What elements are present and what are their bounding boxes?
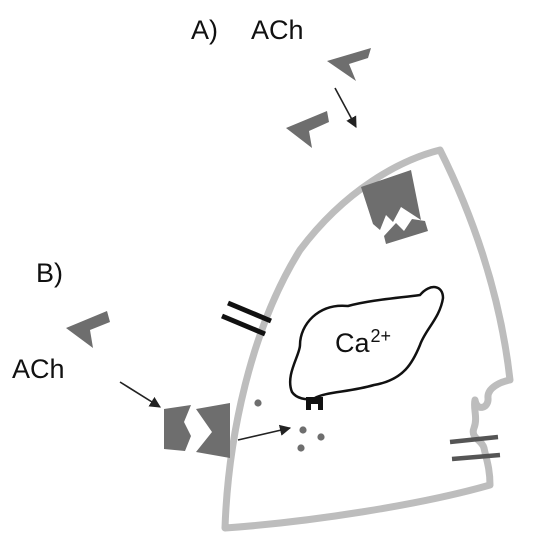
ip3-receptor — [306, 397, 323, 410]
panel-b-label: B) — [36, 258, 63, 288]
calcium-store — [289, 285, 445, 401]
ach-label-a: ACh — [251, 15, 304, 45]
receptor-a — [361, 170, 421, 230]
binding-arrow — [334, 87, 357, 128]
messenger-dot — [317, 433, 325, 441]
calcium-label: Ca2+ — [335, 326, 391, 358]
messenger-dot — [297, 444, 305, 452]
ach-label-b: ACh — [12, 354, 65, 384]
ach-arrow — [119, 381, 161, 408]
ach-molecule — [286, 111, 329, 148]
calcium-charge: 2+ — [371, 326, 392, 346]
ach-molecule — [327, 48, 371, 81]
receptor-b-right — [196, 403, 230, 458]
receptor-a-lower — [384, 219, 428, 244]
signal-arrow — [237, 424, 292, 441]
panel-a-label: A) — [191, 15, 218, 45]
messenger-dot — [254, 399, 262, 407]
ion-channel — [221, 300, 272, 337]
ion-channel-closed — [449, 434, 501, 462]
calcium-symbol: Ca — [335, 328, 370, 358]
receptor-b-left — [164, 405, 191, 451]
cell-membrane — [221, 146, 514, 532]
messenger-dot — [299, 426, 307, 434]
ach-molecule — [66, 311, 110, 348]
